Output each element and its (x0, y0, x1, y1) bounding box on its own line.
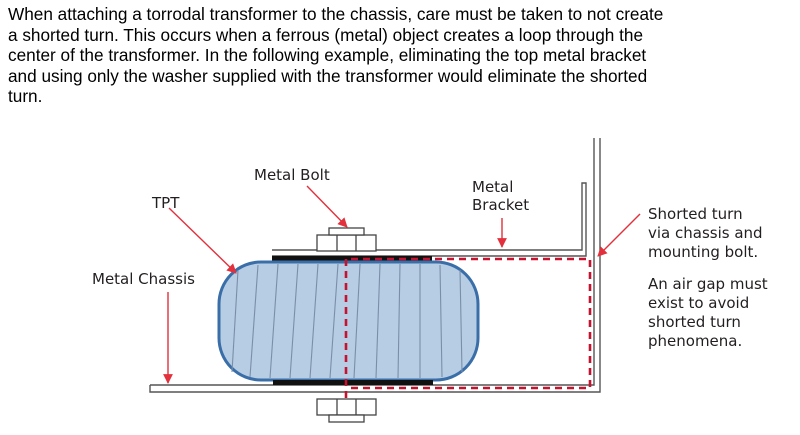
intro-line: center of the transformer. In the follow… (8, 45, 647, 65)
label-air-gap-line2: exist to avoid (648, 294, 749, 312)
shorted-turn-loop (344, 257, 592, 398)
label-metal-chassis: Metal Chassis (92, 270, 195, 288)
label-air-gap-line1: An air gap must (648, 275, 768, 293)
label-air-gap-line3: shorted turn (648, 313, 741, 331)
top-bolt-head (316, 227, 377, 252)
label-metal-bracket-line2: Bracket (472, 196, 529, 214)
label-metal-bracket-line1: Metal (472, 178, 513, 196)
label-metal-bolt: Metal Bolt (254, 166, 330, 184)
label-air-gap-line4: phenomena. (648, 332, 742, 350)
bottom-nut (316, 398, 377, 423)
toroid-transformer (217, 260, 480, 382)
label-shorted-turn-line3: mounting bolt. (648, 243, 758, 261)
intro-line: When attaching a torrodal transformer to… (8, 4, 664, 24)
intro-line: and using only the washer supplied with … (8, 65, 648, 86)
arrow-tpt (168, 207, 237, 274)
label-arrows (163, 185, 641, 384)
bottom-washer (273, 380, 433, 385)
metal-bracket (272, 182, 587, 257)
arrow-shorted-turn (597, 213, 641, 257)
label-shorted-turn-line1: Shorted turn (648, 205, 743, 223)
intro-line: turn. (8, 86, 43, 106)
arrow-metal-bolt (306, 185, 348, 228)
intro-paragraph: When attaching a torrodal transformer to… (8, 4, 793, 107)
intro-line: a shorted turn. This occurs when a ferro… (8, 24, 643, 45)
label-tpt: TPT (151, 194, 180, 212)
label-shorted-turn-line2: via chassis and (648, 224, 763, 242)
